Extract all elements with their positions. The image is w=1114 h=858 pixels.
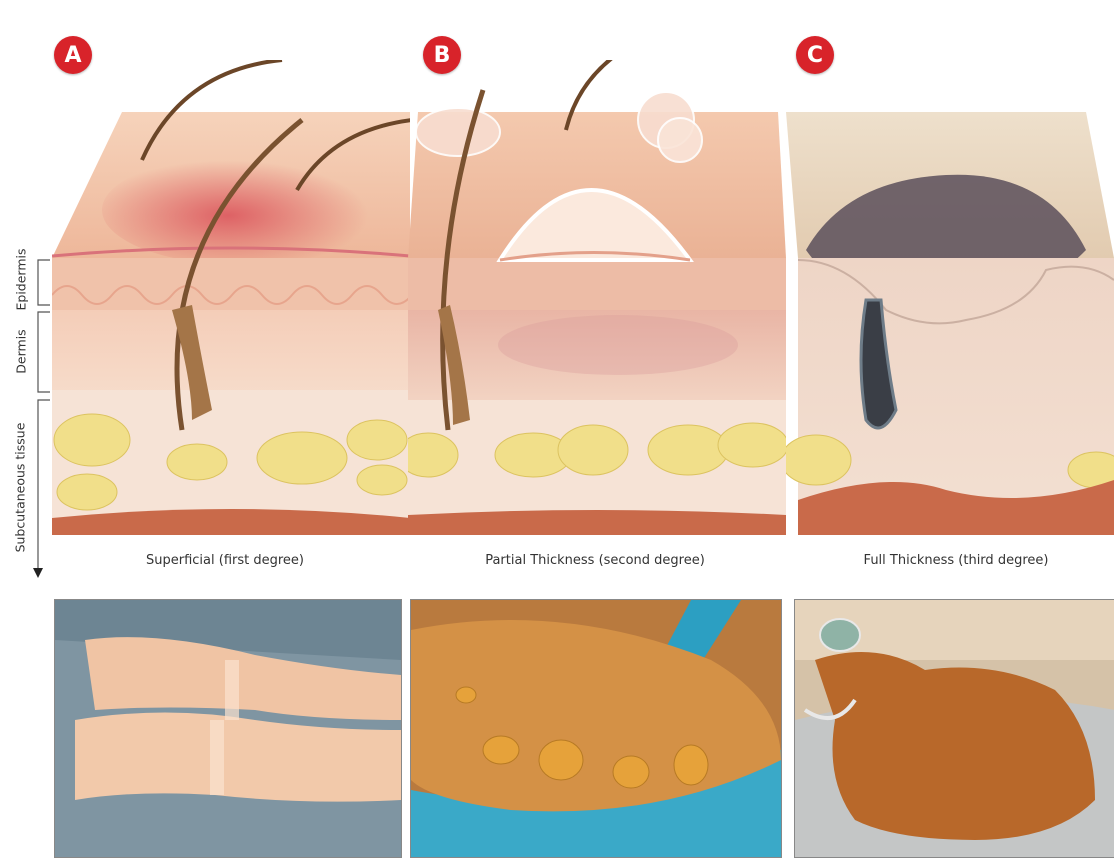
subcutaneous-label: Subcutaneous tissue [13,416,28,560]
dermis-label: Dermis [14,324,29,380]
panel-b-photo [410,599,782,858]
epidermis-label: Epidermis [14,245,29,315]
panel-c-caption: Full Thickness (third degree) [836,553,1076,568]
panel-b-illustration [408,60,786,535]
panel-a-photo [54,599,402,858]
panel-a-illustration [52,60,410,535]
panel-c-illustration [786,60,1114,535]
panel-c-photo [794,599,1114,858]
arrow-down-icon [33,568,43,578]
panel-b-caption: Partial Thickness (second degree) [455,553,735,568]
panel-a-caption: Superficial (first degree) [110,553,340,568]
